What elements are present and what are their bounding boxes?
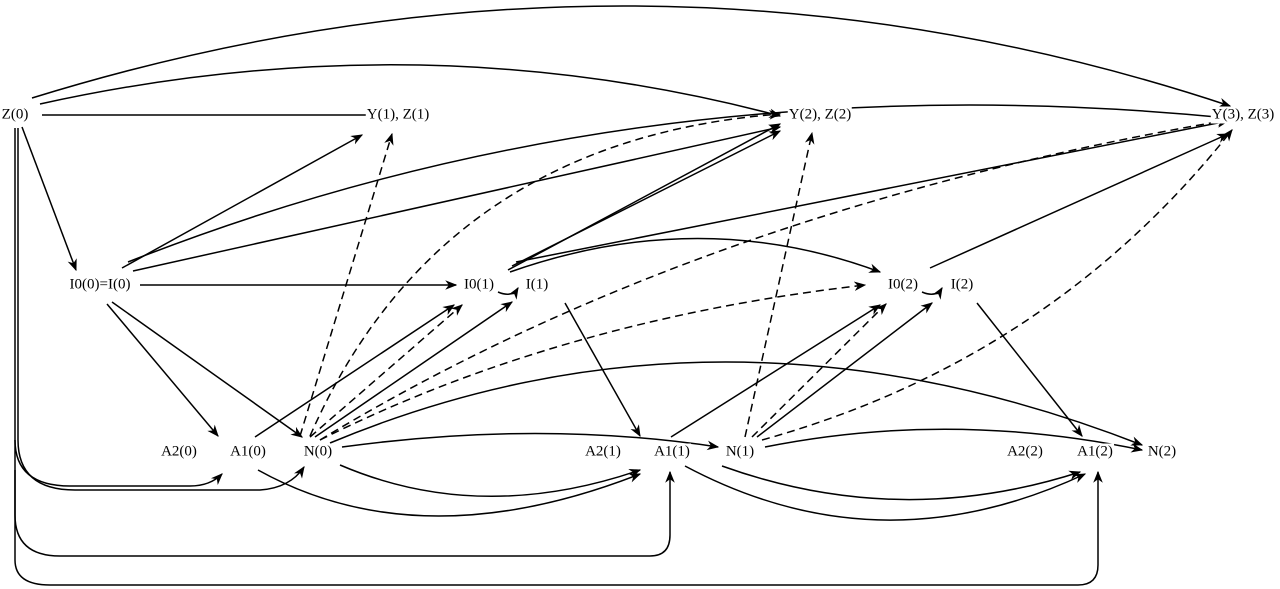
edge-a10-to-i01 xyxy=(254,304,456,438)
edge-n0-to-yz1 xyxy=(299,132,394,437)
edge-n1-to-n2 xyxy=(764,428,1144,453)
edge-i00-to-n0 xyxy=(111,301,303,438)
edge-i01-to-i02 xyxy=(509,237,882,273)
node-n0: N(0) xyxy=(302,443,334,461)
node-i02: I0(2) xyxy=(887,276,919,294)
edge-a10-to-a11 xyxy=(257,469,642,517)
edge-i01-to-i1 xyxy=(497,286,519,300)
edge-n1-to-a12 xyxy=(721,465,1082,501)
node-yz3: Y(3), Z(3) xyxy=(1210,106,1276,124)
node-n1: N(1) xyxy=(724,443,756,461)
node-a11: A1(1) xyxy=(653,443,691,461)
node-a22: A2(2) xyxy=(1006,443,1044,461)
node-yz2: Y(2), Z(2) xyxy=(787,106,853,124)
edge-n0-to-yz2 xyxy=(309,110,782,437)
edge-i2-to-a12 xyxy=(976,302,1083,437)
node-a21: A2(1) xyxy=(584,443,622,461)
edge-n0-to-i01 xyxy=(309,304,463,438)
edge-i00-to-yz3 xyxy=(127,104,1230,263)
edge-i00-to-a10 xyxy=(106,303,219,437)
edge-n1-to-i2 xyxy=(756,302,933,438)
edge-n0-to-n2 xyxy=(329,361,1144,446)
edge-n0-to-i02 xyxy=(319,281,867,441)
edge-a11-to-i02 xyxy=(670,304,882,438)
edge-i01-to-yz3 xyxy=(515,118,1230,263)
node-i1: I(1) xyxy=(524,276,550,294)
edge-n1-to-yz3 xyxy=(761,129,1233,441)
edge-z0-to-a12 xyxy=(14,470,1103,586)
edge-i1-to-a11 xyxy=(564,302,641,438)
edge-n1-to-i02 xyxy=(751,303,887,438)
edge-n0-to-a11 xyxy=(339,464,642,497)
edge-i00-to-yz2 xyxy=(132,124,782,272)
edge-i00-to-yz1 xyxy=(121,134,364,269)
edge-a11-to-a12 xyxy=(684,465,1087,521)
node-z0: Z(0) xyxy=(0,106,30,124)
node-a10: A1(0) xyxy=(229,443,267,461)
edge-n0-to-i1 xyxy=(314,301,513,438)
edge-n1-to-yz2 xyxy=(744,131,815,438)
edge-z0-to-a11 xyxy=(14,440,675,557)
edge-i1-to-yz2 xyxy=(511,130,782,267)
node-i2: I(2) xyxy=(949,276,975,294)
edge-n0-to-yz3 xyxy=(319,117,1230,441)
edge-z0-to-yz3 xyxy=(31,5,1232,108)
node-n2: N(2) xyxy=(1146,443,1178,461)
edge-z0-to-yz2 xyxy=(39,64,782,118)
node-yz1: Y(1), Z(1) xyxy=(365,106,431,124)
node-i00: I0(0)=I(0) xyxy=(68,276,132,294)
edge-i02-to-i2 xyxy=(921,286,943,300)
edge-n0-to-n1 xyxy=(341,432,720,451)
edge-z0-to-a10 xyxy=(14,128,223,487)
edge-z0-to-i00 xyxy=(21,126,77,272)
edge-z0-to-n0 xyxy=(17,128,305,491)
node-i01: I0(1) xyxy=(463,276,495,294)
node-a12: A1(2) xyxy=(1076,443,1114,461)
node-a20: A2(0) xyxy=(160,443,198,461)
edge-i02-to-yz3 xyxy=(929,133,1230,269)
